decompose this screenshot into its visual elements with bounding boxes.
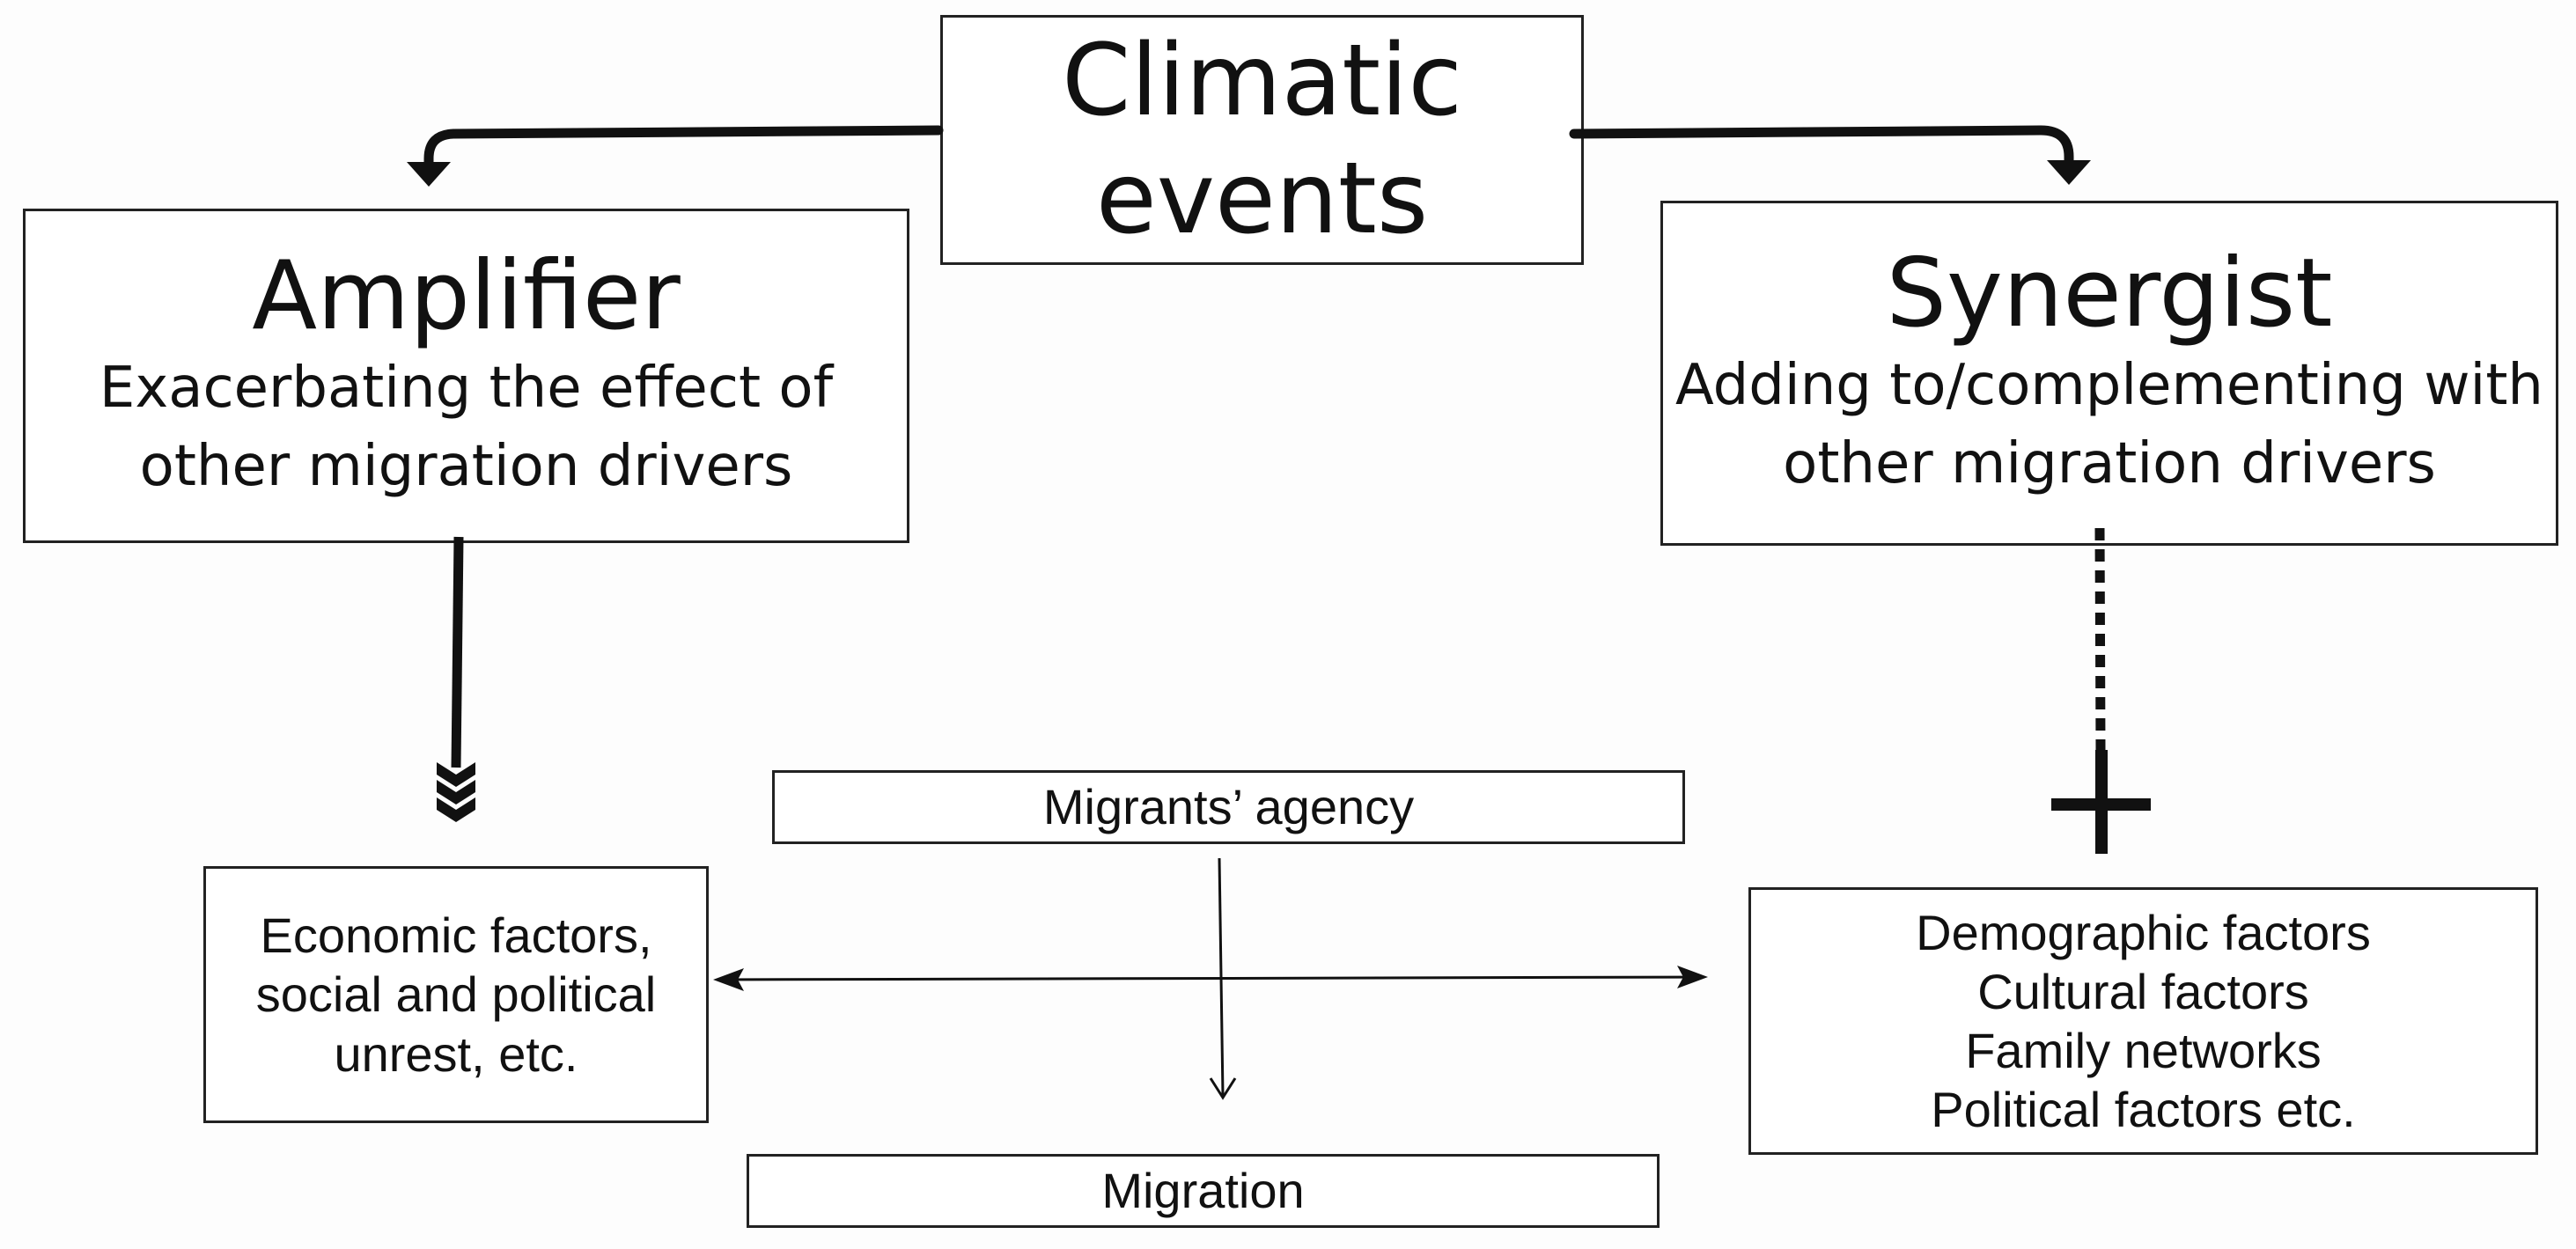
amplifier-amplifying-arrow — [437, 536, 475, 822]
amplifier-box: Amplifier Exacerbating the effect of oth… — [23, 209, 909, 543]
climatic-to-synergist-arrow — [1569, 125, 2091, 185]
climatic-to-amplifier-arrow — [407, 125, 944, 187]
migrants-agency-label: Migrants’ agency — [1042, 779, 1415, 835]
economic-factors-box: Economic factors, social and political u… — [203, 866, 709, 1123]
climatic-events-label: Climatic events — [1062, 23, 1462, 256]
amplifier-title: Amplifier — [252, 241, 681, 351]
climatic-events-box: Climatic events — [940, 15, 1584, 265]
demographic-factors-text: Demographic factors Cultural factors Fam… — [1916, 904, 2371, 1138]
synergist-adding-connector — [2051, 527, 2151, 854]
driver-interaction-arrow — [713, 966, 1708, 991]
economic-factors-text: Economic factors, social and political u… — [255, 907, 657, 1082]
agency-to-migration-arrow — [1209, 857, 1237, 1100]
migration-label: Migration — [1101, 1163, 1305, 1219]
demographic-factors-box: Demographic factors Cultural factors Fam… — [1748, 887, 2538, 1155]
migration-box: Migration — [747, 1154, 1660, 1228]
migrants-agency-box: Migrants’ agency — [772, 770, 1685, 844]
synergist-title: Synergist — [1886, 239, 2333, 349]
amplifier-subtitle: Exacerbating the effect of other migrati… — [99, 355, 834, 500]
synergist-box: Synergist Adding to/complementing with o… — [1660, 201, 2558, 546]
synergist-subtitle: Adding to/complementing with other migra… — [1675, 352, 2543, 497]
